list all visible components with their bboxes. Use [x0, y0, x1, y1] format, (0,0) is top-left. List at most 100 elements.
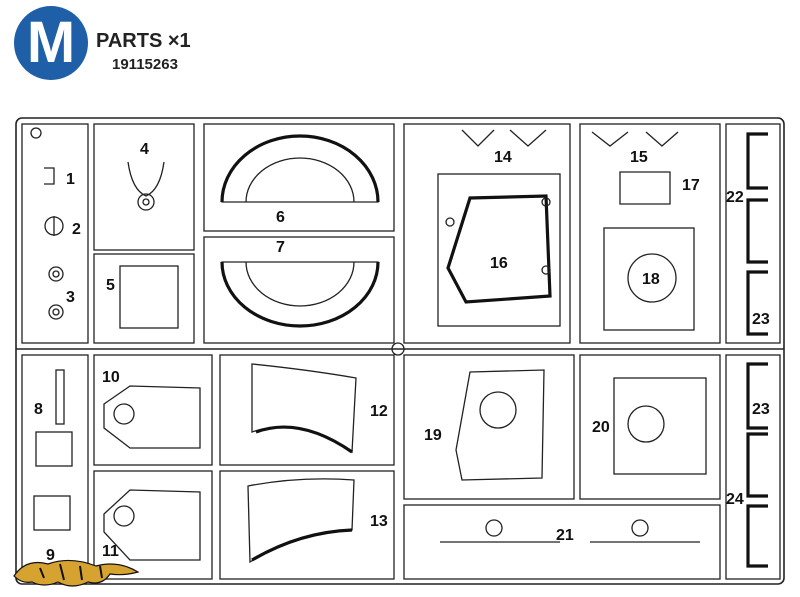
part-label: 8 [34, 401, 43, 418]
part-22-handle [746, 132, 768, 190]
part-21-eye [631, 519, 649, 537]
sprue-outer-frame [15, 117, 785, 585]
part-label: 12 [370, 403, 388, 420]
sprue-gate-circle [391, 342, 405, 356]
part-23-handle [746, 270, 768, 336]
part-6-rim [220, 134, 380, 203]
part-label: 1 [66, 171, 75, 188]
part-label: 20 [592, 419, 610, 436]
part-17-cover [619, 171, 671, 205]
runner-box [203, 236, 395, 344]
part-code: 19115263 [112, 56, 178, 73]
part-6-inner-arc [245, 157, 355, 203]
header: M PARTS ×1 19115263 [0, 0, 800, 100]
part-label: 24 [726, 491, 744, 508]
part-3-ring-hole [52, 270, 60, 278]
runner-box [403, 123, 571, 344]
part-label: 16 [490, 255, 508, 272]
sprue-letter-badge: M [14, 6, 88, 80]
part-3-ring [48, 304, 64, 320]
part-24-handle [746, 504, 768, 568]
part-8-lever-arm [55, 369, 65, 425]
runner-box [403, 354, 575, 500]
runner-box [93, 354, 213, 466]
part-12-shield [251, 363, 357, 454]
runner-box [219, 470, 395, 580]
part-14-clip [461, 129, 495, 147]
part-16-bolt [541, 265, 551, 275]
part-label: 17 [682, 177, 700, 194]
part-22-handle [746, 198, 768, 264]
part-10-bracket [103, 385, 201, 449]
part-label: 13 [370, 513, 388, 530]
runner-box [93, 253, 195, 344]
part-4-mount-hole [142, 198, 150, 206]
part-label: 4 [140, 141, 149, 158]
part-4-mount [137, 193, 155, 211]
sprue-pin-circle [30, 127, 42, 139]
part-3-ring [48, 266, 64, 282]
part-10-hole [113, 403, 135, 425]
part-11-hole [113, 505, 135, 527]
part-16-gasket [446, 194, 552, 304]
part-19-plate [455, 369, 545, 481]
part-label: 21 [556, 527, 574, 544]
part-label: 6 [276, 209, 285, 226]
part-label: 9 [46, 547, 55, 564]
part-16-frame [437, 173, 561, 327]
runner-box [21, 354, 89, 580]
runner-box [21, 123, 89, 344]
part-15-clip [645, 131, 679, 147]
runner-box [579, 123, 721, 344]
runner-box [725, 123, 781, 344]
part-label: 5 [106, 277, 115, 294]
part-9-block [33, 495, 71, 531]
runner-box [219, 354, 395, 466]
part-14-clip [509, 129, 547, 147]
runner-box [203, 123, 395, 232]
part-label: 23 [752, 311, 770, 328]
part-label: 23 [752, 401, 770, 418]
part-4-bracket [127, 161, 165, 197]
part-21-eye [485, 519, 503, 537]
part-label: 18 [642, 271, 660, 288]
part-16-bolt [445, 217, 455, 227]
part-label: 2 [72, 221, 81, 238]
part-5-plate [119, 265, 179, 329]
part-23-handle [746, 362, 768, 430]
part-label: 7 [276, 239, 285, 256]
part-20-hole [627, 405, 665, 443]
runner-box [403, 504, 721, 580]
part-24-handle [746, 432, 768, 498]
part-12-curve [255, 425, 353, 454]
part-11-bracket [103, 489, 201, 561]
part-6-half-ring [221, 135, 379, 203]
part-8-block [35, 431, 73, 467]
part-13-curve [251, 528, 353, 562]
runner-box [93, 123, 195, 251]
part-20-plate [613, 377, 707, 475]
runner-box [93, 470, 213, 580]
part-1-clip [44, 167, 55, 185]
part-18-disc [627, 253, 677, 303]
part-19-hole [479, 391, 517, 429]
part-label: 10 [102, 369, 120, 386]
part-7-half-ring [221, 261, 379, 327]
part-7-rim [220, 261, 380, 328]
part-label: 22 [726, 189, 744, 206]
part-18-plate [603, 227, 695, 331]
part-label: 19 [424, 427, 442, 444]
part-7-inner-arc [245, 261, 355, 307]
part-label: 3 [66, 289, 75, 306]
runner-box [725, 354, 781, 580]
tiger-logo-icon [13, 559, 140, 587]
runner-box [579, 354, 721, 500]
part-15-clip [591, 131, 629, 147]
part-label: 15 [630, 149, 648, 166]
part-label: 14 [494, 149, 512, 166]
part-16-bolt [541, 197, 551, 207]
parts-title: PARTS ×1 [96, 30, 191, 52]
part-label: 11 [102, 543, 119, 560]
part-3-ring-hole [52, 308, 60, 316]
